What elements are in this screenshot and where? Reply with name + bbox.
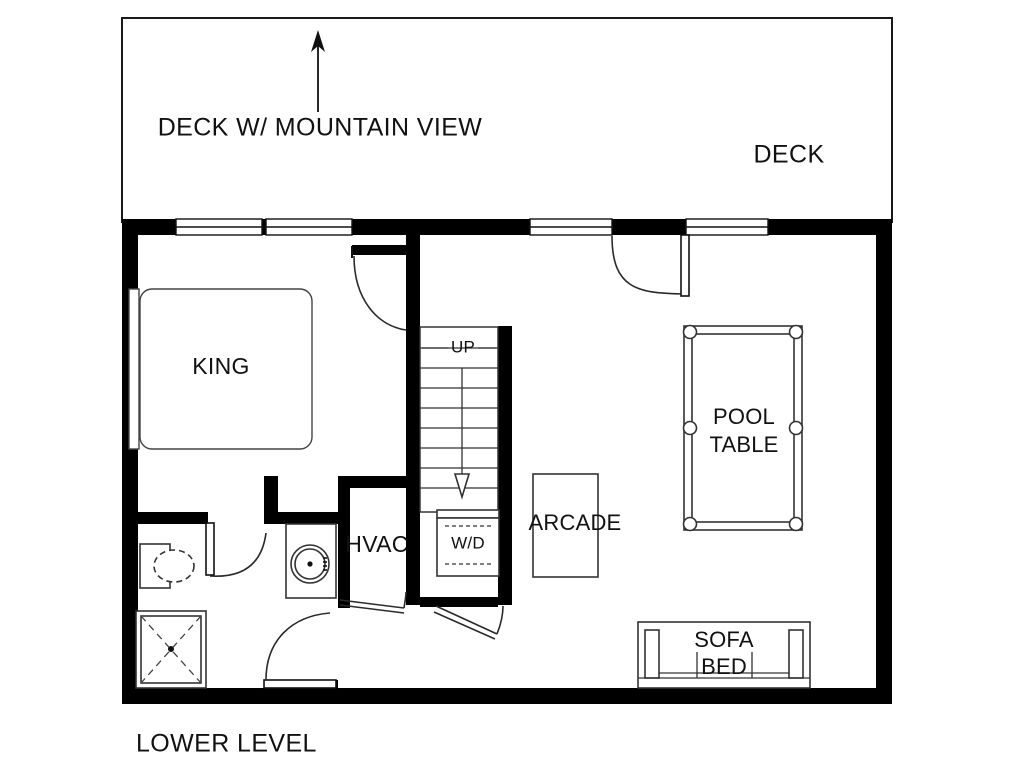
- bedroom-partition-wall: [352, 235, 420, 333]
- king-bed: [128, 288, 313, 450]
- door-hall: [263, 612, 337, 689]
- hvac-walls: [338, 476, 406, 608]
- stairs-up-label: UP: [451, 337, 475, 356]
- arcade-label: ARCADE: [529, 510, 622, 535]
- door-bedroom: [351, 246, 407, 331]
- water-heater-icon: [290, 544, 330, 584]
- pool-table: [682, 324, 804, 532]
- door-deck: [611, 234, 690, 297]
- shower-stall: [135, 610, 207, 689]
- pool-table-label-line2: TABLE: [709, 432, 778, 457]
- hvac-label: HVAC: [345, 531, 408, 557]
- window-bedroom-b: [265, 218, 353, 236]
- deck-label: DECK: [753, 141, 824, 169]
- pool-table-label-line1: POOL: [713, 404, 775, 429]
- sofa-bed: [637, 621, 811, 689]
- door-laundry: [420, 597, 504, 640]
- toilet-icon: [153, 549, 195, 583]
- king-bed-label: KING: [192, 353, 249, 379]
- window-deck-door: [685, 218, 769, 236]
- stairwell-walls: [406, 326, 512, 605]
- window-rec-room: [529, 218, 613, 236]
- deck-view-label: DECK W/ MOUNTAIN VIEW: [158, 114, 483, 142]
- sofa-bed-label-line1: SOFA: [694, 627, 754, 652]
- door-hvac: [339, 591, 407, 614]
- door-bathroom: [205, 522, 267, 577]
- window-bedroom-a: [175, 218, 263, 236]
- north-arrow-icon: [311, 30, 325, 112]
- washer-dryer-unit: [436, 509, 500, 577]
- page-title: LOWER LEVEL: [136, 730, 317, 758]
- arcade-cabinet: [532, 473, 599, 578]
- sofa-bed-label-line2: BED: [701, 654, 747, 679]
- washer-dryer-label: W/D: [451, 533, 485, 552]
